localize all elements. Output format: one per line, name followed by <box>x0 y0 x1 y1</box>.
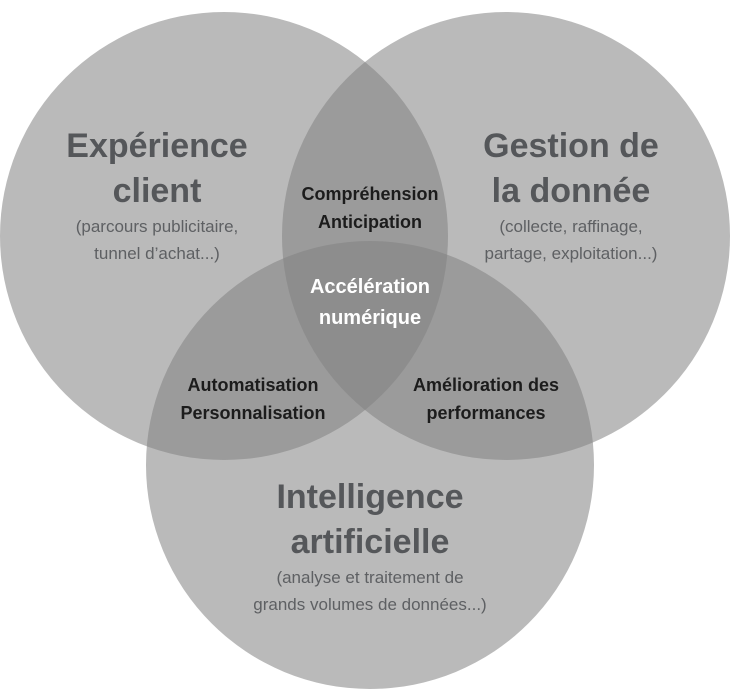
overlap-experience-ai-line1: Automatisation <box>187 375 318 395</box>
overlap-experience-ai-line2: Personnalisation <box>180 403 325 423</box>
overlap-data-ai-line1: Amélioration des <box>413 375 559 395</box>
overlap-experience-data-line1: Compréhension <box>301 184 438 204</box>
experience-title-line1: Expérience <box>66 127 247 165</box>
ai-sub-line1: (analyse et traitement de <box>276 568 463 587</box>
data-title-line1: Gestion de <box>483 127 659 165</box>
data-sub-line2: partage, exploitation...) <box>485 244 658 263</box>
circle-intelligence-artificielle <box>146 241 594 689</box>
ai-sub-line2: grands volumes de données...) <box>253 595 486 614</box>
overlap-data-ai-line2: performances <box>426 403 545 423</box>
overlap-experience-data-line2: Anticipation <box>318 212 422 232</box>
ai-title-line2: artificielle <box>291 523 450 561</box>
center-line2: numérique <box>319 307 421 329</box>
data-title-line2: la donnée <box>492 172 651 210</box>
ai-title-line1: Intelligence <box>276 478 463 516</box>
experience-sub-line2: tunnel d’achat...) <box>94 244 220 263</box>
data-sub-line1: (collecte, raffinage, <box>499 217 642 236</box>
experience-sub-line1: (parcours publicitaire, <box>76 217 239 236</box>
experience-title-line2: client <box>113 172 202 210</box>
center-line1: Accélération <box>310 276 430 298</box>
